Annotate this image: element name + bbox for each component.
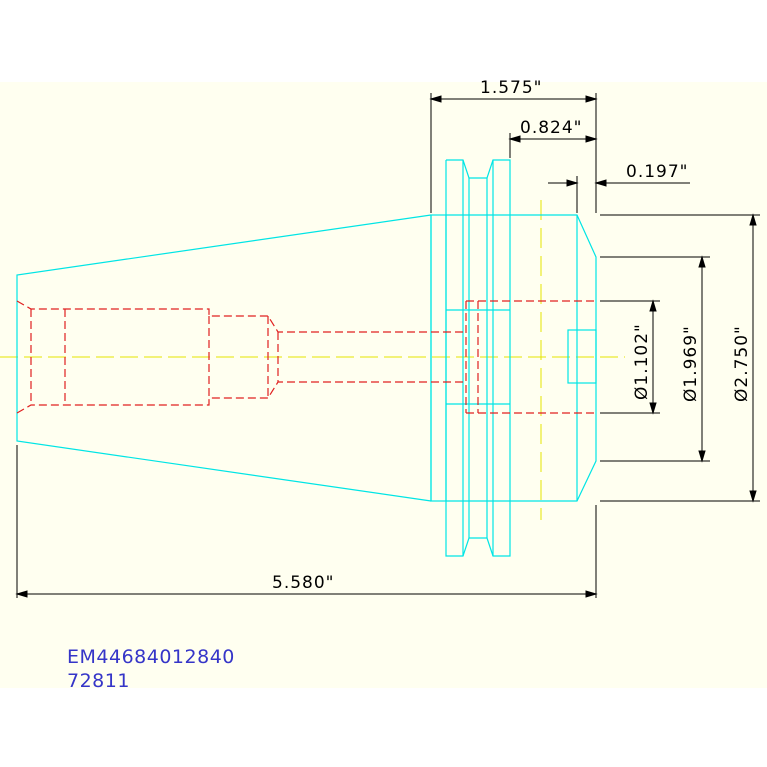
dim-overall-length: 5.580" bbox=[272, 573, 335, 593]
dim-gauge-length: 0.824" bbox=[520, 118, 583, 138]
dim-flange-width: 1.575" bbox=[480, 78, 543, 98]
dim-bore-diameter: Ø1.102" bbox=[632, 323, 652, 400]
body-outline bbox=[510, 214, 597, 502]
hidden-bore bbox=[16, 300, 596, 414]
dimension-lines bbox=[15, 93, 760, 598]
taper-shank-outline bbox=[16, 214, 432, 502]
dim-pilot-diameter: Ø1.969" bbox=[681, 325, 701, 402]
part-id: 72811 bbox=[67, 670, 130, 692]
flange-outline bbox=[430, 159, 511, 557]
part-number: EM44684012840 bbox=[67, 646, 235, 668]
centerline bbox=[0, 200, 625, 520]
dim-body-diameter: Ø2.750" bbox=[732, 325, 752, 402]
dim-step: 0.197" bbox=[626, 162, 689, 182]
